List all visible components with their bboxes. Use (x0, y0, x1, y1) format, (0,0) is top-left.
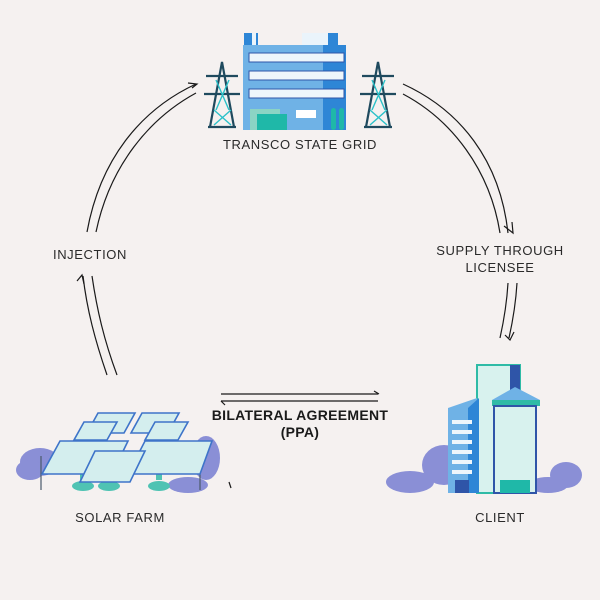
agreement-label-line2: (PPA) (280, 424, 320, 440)
agreement-arrow (220, 390, 380, 406)
agreement-label: BILATERAL AGREEMENT (PPA) (200, 407, 400, 441)
supply-arrow-lower (499, 282, 518, 342)
solar-panel (143, 421, 190, 441)
client-building-illustration (386, 364, 582, 494)
supply-arrow-upper (402, 83, 514, 235)
solar-farm-label: SOLAR FARM (75, 510, 165, 525)
supply-label-line2: LICENSEE (465, 260, 535, 275)
supply-label-line1: SUPPLY THROUGH (436, 243, 564, 258)
solar-panel (78, 450, 147, 483)
injection-arrow-upper (86, 82, 199, 233)
supply-label: SUPPLY THROUGH LICENSEE (415, 242, 585, 276)
injection-label: INJECTION (52, 247, 127, 262)
client-label: CLIENT (475, 510, 525, 525)
injection-arrow-lower (76, 273, 118, 376)
power-tower-left-icon (204, 61, 240, 129)
grid-building-illustration (243, 33, 346, 130)
grid-label: TRANSCO STATE GRID (222, 137, 378, 152)
power-tower-right-icon (360, 61, 396, 129)
flow-arrows (76, 82, 518, 489)
solar-farm-illustration (16, 412, 220, 493)
agreement-label-line1: BILATERAL AGREEMENT (211, 407, 389, 423)
stray-mark (228, 481, 232, 489)
solar-panel (72, 421, 119, 441)
